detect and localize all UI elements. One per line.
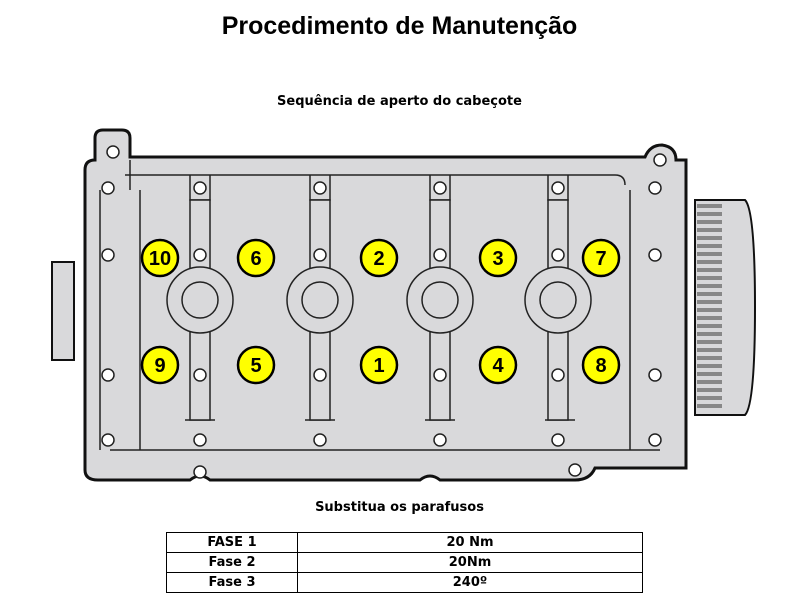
bolt-marker [359, 345, 399, 385]
bolt-number: 7 [595, 248, 606, 270]
bolt-hole [433, 368, 447, 382]
camshaft-bore [301, 281, 339, 319]
bolt-hole [101, 433, 115, 447]
camshaft-bore [539, 281, 577, 319]
bolt-7: 7 [581, 238, 621, 278]
bolt-hole [648, 248, 662, 262]
bolt-hole [313, 433, 327, 447]
bolt-hole [648, 368, 662, 382]
bolt-marker [478, 238, 518, 278]
bolt-number: 1 [373, 355, 384, 377]
bolt-2: 2 [359, 238, 399, 278]
bolt-hole [648, 181, 662, 195]
left-end-block [51, 261, 75, 361]
bolt-hole [101, 248, 115, 262]
value-cell: 20Nm [297, 552, 643, 573]
bolt-hole [551, 248, 565, 262]
bolt-hole [551, 181, 565, 195]
diagram-title: Sequência de aperto do cabeçote [277, 94, 522, 109]
bolt-9: 9 [140, 345, 180, 385]
pulley-teeth [697, 204, 722, 408]
bolt-hole [433, 248, 447, 262]
bolt-number: 5 [250, 355, 261, 377]
bolt-hole [193, 433, 207, 447]
bolt-number: 3 [492, 248, 503, 270]
bolt-hole [568, 463, 582, 477]
phase-cell: Fase 2 [166, 552, 298, 573]
bolt-hole [433, 433, 447, 447]
bolt-hole [551, 433, 565, 447]
bolt-number: 9 [154, 355, 165, 377]
cylinder-head-diagram: 10 6 2 3 7 9 5 1 4 8 [51, 128, 757, 482]
bolt-hole [101, 181, 115, 195]
camshaft-bore [421, 281, 459, 319]
bolt-hole [313, 368, 327, 382]
bolt-3: 3 [478, 238, 518, 278]
bolt-hole [193, 181, 207, 195]
bolt-holes [101, 145, 667, 479]
bolt-marker [140, 238, 180, 278]
phase-cell: FASE 1 [166, 532, 298, 553]
bolt-hole [101, 368, 115, 382]
bolt-marker [140, 345, 180, 385]
bolt-number: 10 [149, 248, 171, 270]
cylinder-head-body [83, 128, 688, 482]
bolt-number: 2 [373, 248, 384, 270]
bolt-5: 5 [236, 345, 276, 385]
camshaft-bore [181, 281, 219, 319]
value-cell: 20 Nm [297, 532, 643, 553]
page-title: Procedimento de Manutenção [221, 12, 578, 40]
bolt-hole [551, 368, 565, 382]
bolt-10: 10 [140, 238, 180, 278]
bolt-marker [581, 345, 621, 385]
bolt-4: 4 [478, 345, 518, 385]
bolt-hole [648, 433, 662, 447]
bolt-hole [193, 368, 207, 382]
value-cell: 240º [297, 572, 643, 593]
bolt-marker [236, 345, 276, 385]
bolt-hole [106, 145, 120, 159]
bolt-hole [313, 181, 327, 195]
bolt-marker [236, 238, 276, 278]
bolt-marker [359, 238, 399, 278]
phase-cell: Fase 3 [166, 572, 298, 593]
table-caption: Substitua os parafusos [315, 500, 484, 515]
bolt-hole [193, 465, 207, 479]
bolt-marker [478, 345, 518, 385]
bolt-marker [581, 238, 621, 278]
bolt-hole [653, 153, 667, 167]
bolt-6: 6 [236, 238, 276, 278]
bolt-hole [433, 181, 447, 195]
bolt-number: 6 [250, 248, 261, 270]
bolt-1: 1 [359, 345, 399, 385]
bolt-hole [313, 248, 327, 262]
bolt-hole [193, 248, 207, 262]
bolt-number: 4 [492, 355, 504, 377]
bolt-8: 8 [581, 345, 621, 385]
bolt-number: 8 [595, 355, 606, 377]
numbered-bolts: 10 6 2 3 7 9 5 1 4 8 [140, 238, 621, 385]
